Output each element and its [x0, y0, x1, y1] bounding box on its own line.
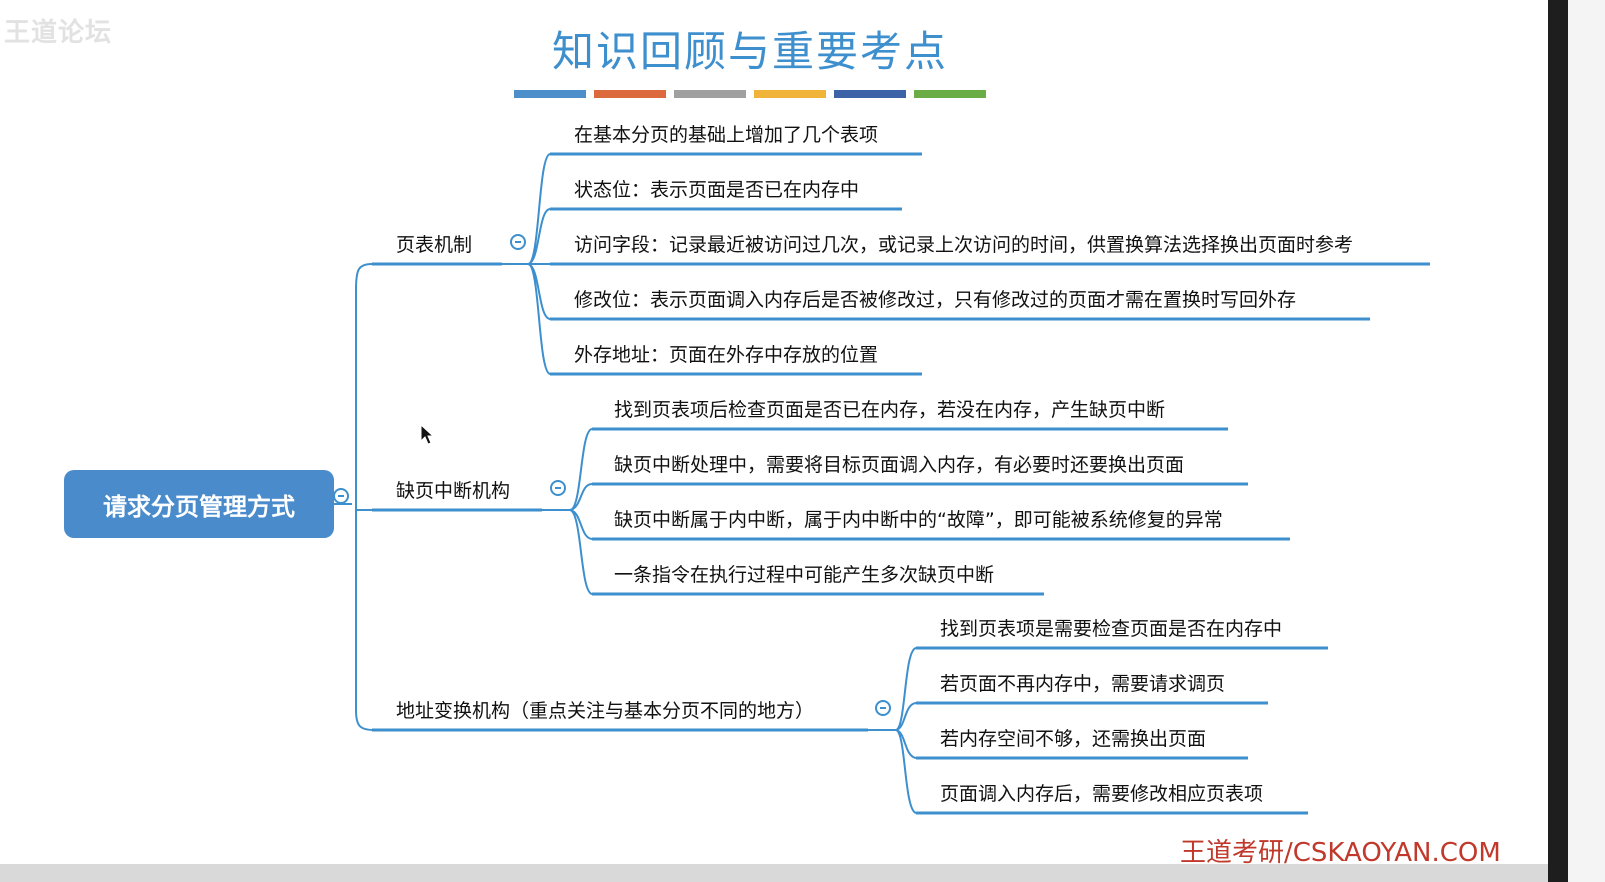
screen-edge-bottom: [0, 864, 1548, 882]
collapse-icon[interactable]: [875, 700, 891, 716]
mouse-pointer-icon: [420, 424, 434, 445]
watermark-top-left: 王道论坛: [4, 18, 113, 48]
branch-label-page-table: 页表机制: [396, 234, 473, 256]
collapse-icon[interactable]: [550, 480, 566, 496]
color-bar-4: [754, 90, 826, 98]
node-text: 在基本分页的基础上增加了几个表项: [574, 124, 879, 146]
collapse-icon[interactable]: [333, 488, 349, 504]
node-text: 找到页表项后检查页面是否已在内存，若没在内存，产生缺页中断: [614, 399, 1166, 421]
node-text: 外存地址：页面在外存中存放的位置: [574, 344, 879, 366]
node-text: 状态位：表示页面是否已在内存中: [574, 179, 860, 201]
branch-label-address-translation: 地址变换机构（重点关注与基本分页不同的地方）: [396, 700, 815, 722]
trunk-curve: [355, 263, 375, 731]
root-node: 请求分页管理方式: [64, 470, 334, 538]
branch-3-fan: [868, 647, 917, 814]
color-bar-3: [674, 90, 746, 98]
color-bar-5: [834, 90, 906, 98]
branch-label-page-fault: 缺页中断机构: [396, 480, 511, 502]
branch-2-fan: [542, 428, 593, 595]
node-text: 缺页中断属于内中断，属于内中断中的“故障”，即可能被系统修复的异常: [614, 509, 1223, 531]
watermark-bottom-right: 王道考研/CSKAOYAN.COM: [1180, 838, 1501, 868]
node-text: 若页面不再内存中，需要请求调页: [940, 673, 1226, 695]
node-text: 页面调入内存后，需要修改相应页表项: [940, 783, 1264, 805]
node-text: 访问字段：记录最近被访问过几次，或记录上次访问的时间，供置换算法选择换出页面时参…: [574, 234, 1354, 256]
node-text: 找到页表项是需要检查页面是否在内存中: [940, 618, 1283, 640]
node-text: 若内存空间不够，还需换出页面: [940, 728, 1207, 750]
color-bar-1: [514, 90, 586, 98]
screen-edge-dark: [1548, 0, 1568, 882]
collapse-icon[interactable]: [510, 234, 526, 250]
color-bar-6: [914, 90, 986, 98]
screen-edge-light: [1568, 0, 1605, 882]
node-text: 修改位：表示页面调入内存后是否被修改过，只有修改过的页面才需在置换时写回外存: [574, 289, 1297, 311]
node-text: 缺页中断处理中，需要将目标页面调入内存，有必要时还要换出页面: [614, 454, 1185, 476]
color-bar-2: [594, 90, 666, 98]
node-text: 一条指令在执行过程中可能产生多次缺页中断: [614, 564, 995, 586]
branch-1-fan: [502, 153, 551, 375]
page-title: 知识回顾与重要考点: [551, 27, 948, 76]
